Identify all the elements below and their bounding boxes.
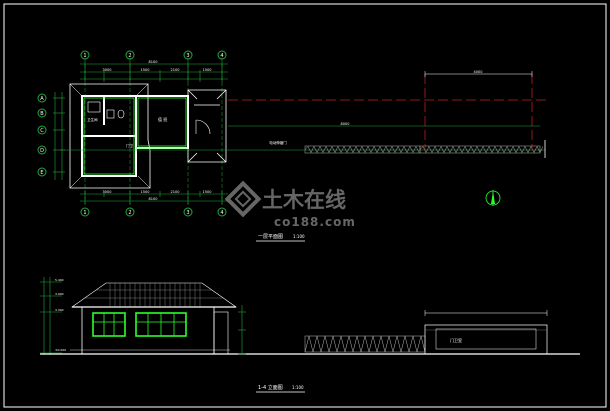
elevation-window-right xyxy=(135,312,187,337)
elevation: 5.400 3.900 3.300 ±0.000 xyxy=(40,277,580,393)
watermark-brand: 土木在线 xyxy=(262,188,346,212)
grid-axis-top-4: 4 xyxy=(220,53,223,59)
elevation-scale: 1:100 xyxy=(292,385,304,390)
level-mark-top: 5.400 xyxy=(55,278,64,282)
watermark-logo-icon xyxy=(224,180,262,218)
dim-top-d: 1500 xyxy=(203,68,212,72)
gate-dims xyxy=(228,71,540,127)
elevation-title-block: 1-4 立面图 1:100 xyxy=(256,384,305,393)
watermark: 土木在线 co188.com xyxy=(224,180,356,229)
grid-axis-left-c: C xyxy=(40,128,44,134)
gate-sign-board xyxy=(424,324,548,355)
gate-width-label: 8000 xyxy=(341,122,350,126)
dim-bottom-c: 2100 xyxy=(171,190,180,194)
dim-bottom-b: 1500 xyxy=(141,190,150,194)
elevation-right-dims xyxy=(238,305,246,355)
wc-fixtures-icon xyxy=(87,101,125,119)
grid-axis-bottom-2: 2 xyxy=(128,210,131,216)
sheet-frame xyxy=(3,3,607,408)
elevation-levels xyxy=(40,277,62,355)
grid-axis-top-1: 1 xyxy=(83,53,86,59)
plan-grid-bottom: 1 2 3 4 xyxy=(80,207,227,217)
dim-top-total: 8100 xyxy=(149,60,158,64)
level-mark-wall: 3.300 xyxy=(55,308,64,312)
watermark-url: co188.com xyxy=(274,215,356,229)
gate-dashed-label: 4000 xyxy=(474,70,483,74)
plan-dims-top xyxy=(80,62,228,82)
plan-scale: 1:100 xyxy=(293,234,305,239)
dim-top-a: 3000 xyxy=(103,68,112,72)
grid-axis-top-3: 3 xyxy=(186,53,189,59)
dim-top-b: 1500 xyxy=(141,68,150,72)
north-arrow-icon xyxy=(485,190,501,206)
dim-bottom-d: 1500 xyxy=(203,190,212,194)
plan-title: 一层平面图 xyxy=(258,234,283,240)
elevation-side-room xyxy=(213,311,229,355)
roof-tiles xyxy=(84,283,224,307)
level-mark-ground: ±0.000 xyxy=(55,348,66,352)
plan-dims-bottom xyxy=(80,191,228,204)
grid-axis-bottom-4: 4 xyxy=(220,210,223,216)
grid-axis-bottom-3: 3 xyxy=(186,210,189,216)
sliding-gate: 电动伸缩门 xyxy=(269,140,546,158)
gate-top-dim xyxy=(424,310,548,316)
elevation-window-left xyxy=(92,312,126,337)
sliding-gate-label: 电动伸缩门 xyxy=(269,140,287,145)
room-label-duty: 值 班 xyxy=(158,116,167,122)
plan-walls xyxy=(81,95,189,177)
grid-axis-top-2: 2 xyxy=(128,53,131,59)
fence-elevation xyxy=(304,335,426,353)
plan-hatch xyxy=(83,97,188,175)
grid-axis-left-d: D xyxy=(40,148,44,154)
elevation-title: 1-4 立面图 xyxy=(258,384,283,391)
grid-axis-left-b: B xyxy=(40,111,44,117)
gate-sign-text: 门卫室 xyxy=(450,337,462,343)
grid-axis-left-e: E xyxy=(40,170,43,176)
grid-axis-left-a: A xyxy=(40,96,44,102)
level-mark-eave: 3.900 xyxy=(55,292,64,296)
elevation-roof xyxy=(71,282,237,308)
grid-axis-bottom-1: 1 xyxy=(83,210,86,216)
plan-grid-top: 1 2 3 4 xyxy=(80,50,227,205)
gate-path xyxy=(228,74,548,150)
dim-bottom-total: 8100 xyxy=(149,197,158,201)
dim-top-c: 2100 xyxy=(171,68,180,72)
plan-grid-left: A B C D E xyxy=(37,92,65,180)
door-swing-icon xyxy=(195,119,211,135)
floor-plan: 1 2 3 4 8100 3000 1500 2100 1500 A xyxy=(37,50,548,242)
dim-bottom-a: 3000 xyxy=(103,190,112,194)
room-label-guard: 门卫 xyxy=(126,143,133,148)
room-label-wc: 卫生间 xyxy=(87,117,98,122)
gate-house xyxy=(187,89,227,163)
plan-title-block: 一层平面图 1:100 xyxy=(256,234,305,242)
